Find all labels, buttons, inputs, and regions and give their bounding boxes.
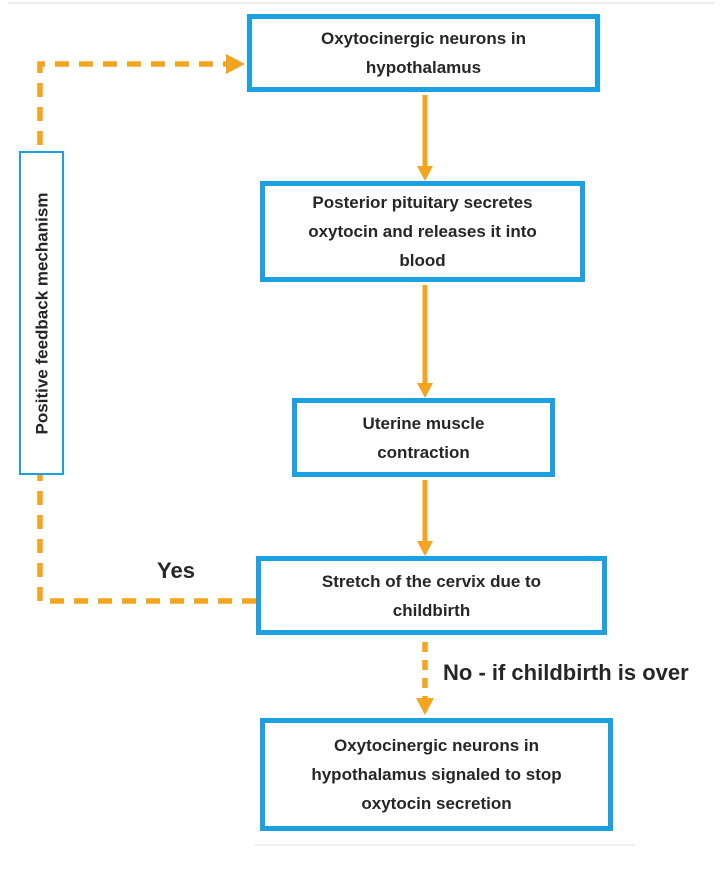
page-edge-line-bottom xyxy=(255,844,635,846)
node-posterior-pituitary-label: Posterior pituitary secretes oxytocin an… xyxy=(308,193,537,270)
node-positive-feedback-mechanism: Positive feedback mechanism xyxy=(19,151,64,475)
node-stop-secretion: Oxytocinergic neurons in hypothalamus si… xyxy=(260,718,613,831)
branch-label-no: No - if childbirth is over xyxy=(443,660,689,685)
node-uterine-contraction: Uterine muscle contraction xyxy=(292,398,555,477)
branch-label-yes: Yes xyxy=(157,558,195,583)
node-cervix-stretch-label: Stretch of the cervix due to childbirth xyxy=(321,571,542,620)
node-oxytocinergic-neurons-label: Oxytocinergic neurons in hypothalamus xyxy=(321,29,526,77)
node-oxytocinergic-neurons: Oxytocinergic neurons in hypothalamus xyxy=(247,14,600,92)
arrowhead-down-4-icon xyxy=(416,698,434,715)
page-edge-line-top xyxy=(8,2,714,4)
arrowhead-down-2-icon xyxy=(417,383,433,398)
arrowhead-down-3-icon xyxy=(417,541,433,556)
node-stop-secretion-label: Oxytocinergic neurons in hypothalamus si… xyxy=(311,736,562,813)
node-cervix-stretch: Stretch of the cervix due to childbirth xyxy=(256,556,607,635)
node-positive-feedback-mechanism-label: Positive feedback mechanism xyxy=(32,192,52,434)
arrowhead-down-1-icon xyxy=(417,166,433,181)
dashed-feedback-loop-path xyxy=(37,61,256,604)
node-posterior-pituitary: Posterior pituitary secretes oxytocin an… xyxy=(260,181,585,282)
node-uterine-contraction-label: Uterine muscle contraction xyxy=(362,413,485,462)
arrowhead-right-feedback-icon xyxy=(226,54,245,74)
